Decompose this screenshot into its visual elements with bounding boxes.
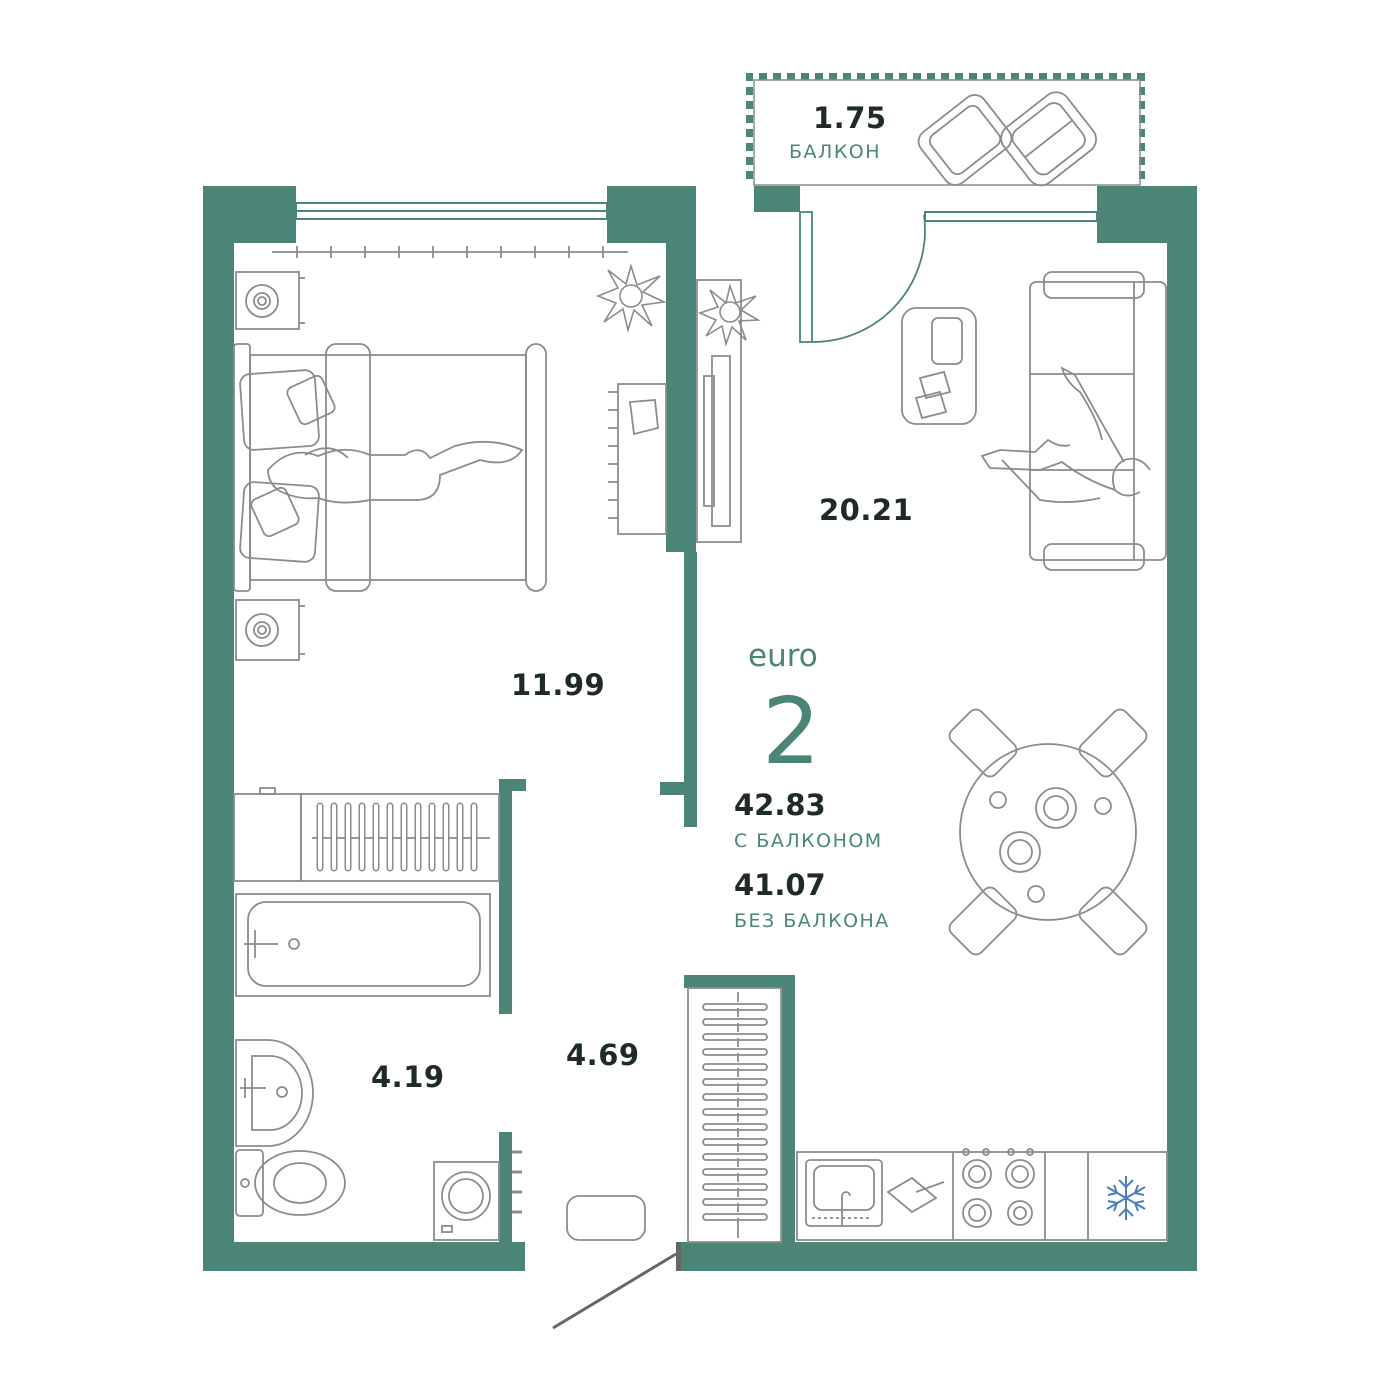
with-balcony-label: С БАЛКОНОМ: [734, 830, 883, 852]
hall-wardrobe: [687, 987, 782, 1243]
sink-icon: [235, 1039, 314, 1147]
bedroom-wardrobe: [233, 787, 500, 882]
living-kitchen-area: 20.21: [819, 493, 914, 527]
balcony-area: 1.75: [813, 101, 887, 135]
bathroom-area: 4.19: [371, 1060, 445, 1094]
apartment-rooms-count: 2: [762, 678, 821, 785]
kitchen-sink: [805, 1159, 945, 1227]
stove-icon: [962, 1148, 1035, 1228]
snowflake-icon: [1106, 1176, 1146, 1220]
total-without-balcony: 41.07: [734, 868, 826, 902]
toilet-icon: [235, 1149, 346, 1217]
washing-machine-icon: [433, 1150, 522, 1241]
entrance-door[interactable]: [552, 1242, 681, 1330]
hall-pouf: [566, 1195, 646, 1241]
coffee-table: [901, 307, 977, 425]
windows: [295, 202, 1098, 222]
nightstand-top: [235, 271, 305, 330]
dining-table-icon: [948, 708, 1148, 956]
balcony-door[interactable]: [799, 211, 926, 343]
nightstand-bottom: [235, 599, 305, 661]
apartment-type-prefix: euro: [748, 638, 818, 674]
without-balcony-label: БЕЗ БАЛКОНА: [734, 910, 890, 932]
walls: [203, 186, 1197, 1271]
kitchen-counter: [796, 1151, 1168, 1241]
curtain-rod: [272, 246, 628, 258]
desk: [608, 383, 667, 535]
balcony-label: БАЛКОН: [789, 141, 882, 163]
balcony: [746, 72, 1148, 186]
plant-icon: [595, 263, 667, 334]
bed-icon: [233, 343, 547, 592]
total-with-balcony: 42.83: [734, 788, 826, 822]
sofa-icon: [980, 271, 1167, 571]
balcony-chairs: [917, 91, 1097, 187]
bedroom-area: 11.99: [511, 668, 606, 702]
tv-icon: [696, 279, 742, 543]
plant-icon-2: [697, 283, 761, 347]
bathtub-icon: [235, 893, 491, 997]
hallway-area: 4.69: [566, 1038, 640, 1072]
